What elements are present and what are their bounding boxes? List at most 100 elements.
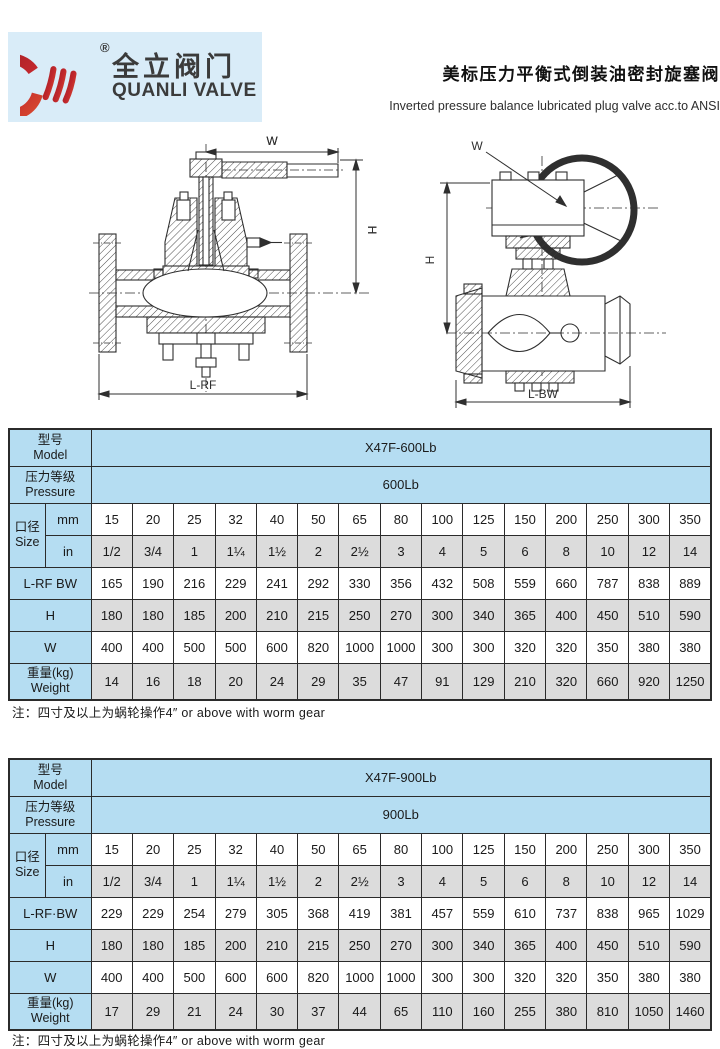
mm-unit-cell: mm bbox=[44, 502, 92, 536]
size-in-cell: 14 bbox=[669, 534, 712, 568]
dim-value-cell: 300 bbox=[462, 960, 505, 994]
dim-value-cell: 365 bbox=[503, 598, 547, 632]
dim-value-cell: 450 bbox=[586, 598, 629, 632]
dim-label-w-right: W bbox=[471, 139, 483, 153]
weight-value-cell: 110 bbox=[421, 992, 464, 1031]
size-mm-cell: 150 bbox=[503, 832, 547, 866]
registered-trademark-mark: ® bbox=[100, 40, 110, 55]
size-mm-cell: 300 bbox=[627, 832, 671, 866]
dim-value-cell: 450 bbox=[586, 928, 629, 962]
weight-value-cell: 920 bbox=[627, 662, 671, 701]
dim-value-cell: 1000 bbox=[338, 960, 381, 994]
weight-value-cell: 16 bbox=[131, 662, 175, 701]
size-in-cell: 5 bbox=[462, 864, 505, 898]
dim-label-cell: L-RF BW bbox=[8, 566, 92, 600]
dim-value-cell: 559 bbox=[503, 566, 547, 600]
weight-value-cell: 160 bbox=[462, 992, 505, 1031]
size-in-cell: 6 bbox=[503, 534, 547, 568]
dim-label-l-bw: L-BW bbox=[528, 387, 559, 401]
dim-value-cell: 180 bbox=[131, 928, 175, 962]
weight-value-cell: 380 bbox=[545, 992, 588, 1031]
dim-value-cell: 1000 bbox=[338, 630, 381, 664]
dim-value-cell: 200 bbox=[214, 928, 257, 962]
size-in-cell: 2 bbox=[297, 534, 340, 568]
size-mm-cell: 40 bbox=[255, 832, 299, 866]
size-mm-cell: 125 bbox=[462, 502, 505, 536]
size-mm-cell: 50 bbox=[297, 502, 340, 536]
pressure-value-cell: 900Lb bbox=[90, 795, 712, 834]
dim-value-cell: 229 bbox=[90, 896, 133, 930]
size-mm-cell: 32 bbox=[214, 832, 257, 866]
dim-value-cell: 229 bbox=[131, 896, 175, 930]
dim-value-cell: 380 bbox=[669, 630, 712, 664]
size-in-cell: 3 bbox=[379, 864, 423, 898]
size-mm-cell: 20 bbox=[131, 832, 175, 866]
weight-value-cell: 47 bbox=[379, 662, 423, 701]
weight-value-cell: 35 bbox=[338, 662, 381, 701]
dim-value-cell: 600 bbox=[255, 630, 299, 664]
dim-value-cell: 350 bbox=[586, 960, 629, 994]
weight-value-cell: 24 bbox=[255, 662, 299, 701]
size-in-cell: 1/2 bbox=[90, 864, 133, 898]
size-mm-cell: 65 bbox=[338, 832, 381, 866]
svg-text:H: H bbox=[365, 226, 379, 235]
weight-value-cell: 37 bbox=[297, 992, 340, 1031]
weight-value-cell: 29 bbox=[297, 662, 340, 701]
size-mm-cell: 200 bbox=[545, 832, 588, 866]
dim-value-cell: 270 bbox=[379, 598, 423, 632]
dim-value-cell: 356 bbox=[379, 566, 423, 600]
brand-name-cn: 全立阀门 bbox=[112, 51, 236, 82]
dim-value-cell: 340 bbox=[462, 598, 505, 632]
size-mm-cell: 80 bbox=[379, 502, 423, 536]
dim-value-cell: 320 bbox=[545, 960, 588, 994]
dim-value-cell: 215 bbox=[297, 598, 340, 632]
dim-value-cell: 365 bbox=[503, 928, 547, 962]
dim-value-cell: 500 bbox=[173, 630, 216, 664]
size-mm-cell: 250 bbox=[586, 832, 629, 866]
weight-value-cell: 210 bbox=[503, 662, 547, 701]
model-value-cell: X47F-600Lb bbox=[90, 428, 712, 467]
pressure-value-cell: 600Lb bbox=[90, 465, 712, 504]
size-in-cell: 2½ bbox=[338, 534, 381, 568]
size-mm-cell: 100 bbox=[421, 502, 464, 536]
weight-value-cell: 21 bbox=[173, 992, 216, 1031]
dim-value-cell: 600 bbox=[214, 960, 257, 994]
size-in-cell: 1 bbox=[173, 864, 216, 898]
size-in-cell: 3 bbox=[379, 534, 423, 568]
size-mm-cell: 125 bbox=[462, 832, 505, 866]
size-mm-cell: 100 bbox=[421, 832, 464, 866]
dim-value-cell: 210 bbox=[255, 598, 299, 632]
weight-label-cell: 重量(kg)Weight bbox=[8, 662, 92, 701]
company-logo-box: ® 全立阀门 QUANLI VALVE bbox=[0, 32, 262, 122]
dim-value-cell: 279 bbox=[214, 896, 257, 930]
dim-label-cell: L-RF·BW bbox=[8, 896, 92, 930]
dim-label-l-rf: L-RF bbox=[190, 378, 217, 392]
size-in-cell: 12 bbox=[627, 864, 671, 898]
dim-value-cell: 300 bbox=[421, 960, 464, 994]
size-in-cell: 1¼ bbox=[214, 864, 257, 898]
size-in-cell: 1 bbox=[173, 534, 216, 568]
dim-value-cell: 350 bbox=[586, 630, 629, 664]
size-mm-cell: 65 bbox=[338, 502, 381, 536]
dim-value-cell: 320 bbox=[545, 630, 588, 664]
size-in-cell: 8 bbox=[545, 534, 588, 568]
dim-value-cell: 1029 bbox=[669, 896, 712, 930]
dim-value-cell: 510 bbox=[627, 928, 671, 962]
dim-value-cell: 229 bbox=[214, 566, 257, 600]
size-mm-cell: 350 bbox=[669, 832, 712, 866]
size-mm-cell: 32 bbox=[214, 502, 257, 536]
dim-value-cell: 305 bbox=[255, 896, 299, 930]
size-mm-cell: 150 bbox=[503, 502, 547, 536]
mm-unit-cell: mm bbox=[44, 832, 92, 866]
weight-value-cell: 1250 bbox=[669, 662, 712, 701]
dim-value-cell: 1000 bbox=[379, 630, 423, 664]
dim-value-cell: 210 bbox=[255, 928, 299, 962]
size-in-cell: 5 bbox=[462, 534, 505, 568]
size-in-cell: 1½ bbox=[255, 534, 299, 568]
table-note-600lb: 注：四寸及以上为蜗轮操作4″ or above with worm gear bbox=[12, 706, 326, 720]
